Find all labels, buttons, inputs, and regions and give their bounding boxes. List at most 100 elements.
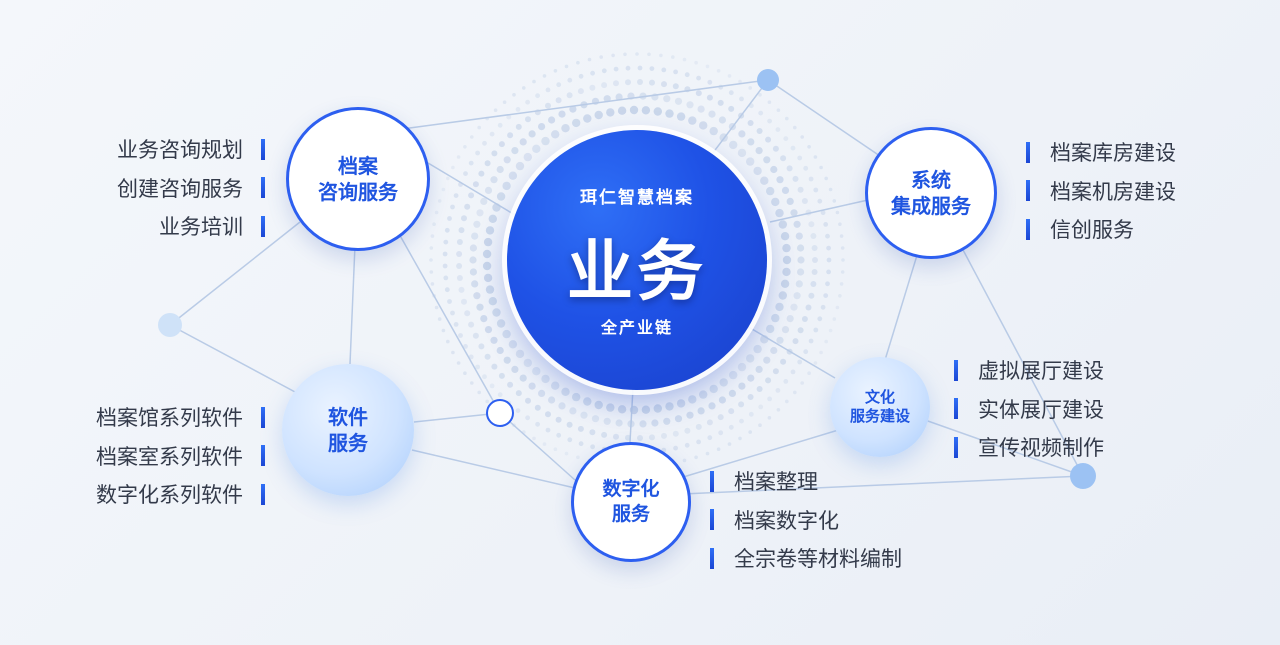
- halftone-dot: [748, 411, 754, 417]
- node-label-line1: 文化: [864, 387, 895, 406]
- halftone-dot: [476, 303, 484, 311]
- bullet-bar: [710, 509, 714, 531]
- halftone-dot: [808, 292, 815, 299]
- halftone-dot: [792, 338, 799, 345]
- halftone-dot: [484, 326, 493, 334]
- halftone-dot: [469, 268, 477, 276]
- halftone-dot: [461, 298, 467, 305]
- halftone-dot: [807, 371, 811, 376]
- halftone-dot: [673, 69, 678, 75]
- halftone-dot: [498, 372, 505, 379]
- halftone-dot: [783, 136, 789, 142]
- halftone-dot: [776, 336, 784, 344]
- halftone-dot: [817, 316, 823, 322]
- halftone-dot: [623, 52, 627, 57]
- node-label-line2: 咨询服务: [318, 180, 398, 204]
- halftone-dot: [661, 432, 667, 439]
- list-item: 档案机房建设: [1026, 172, 1176, 211]
- bullet-bar: [954, 398, 958, 420]
- halftone-dot: [797, 244, 805, 252]
- halftone-dot: [838, 294, 842, 298]
- halftone-dot: [637, 65, 643, 71]
- halftone-dot: [519, 374, 527, 382]
- halftone-dot: [717, 414, 724, 421]
- halftone-dot: [590, 70, 595, 76]
- halftone-dot: [841, 258, 845, 262]
- halftone-dot: [775, 208, 784, 218]
- halftone-dot: [729, 370, 738, 380]
- halftone-dot: [541, 374, 550, 384]
- halftone-dot: [835, 305, 840, 310]
- list-item-label: 数字化系列软件: [96, 483, 243, 508]
- halftone-dot: [813, 187, 819, 193]
- halftone-dot: [695, 90, 702, 97]
- halftone-dot: [615, 419, 623, 427]
- halftone-dot: [738, 130, 746, 138]
- halftone-dot: [826, 269, 831, 275]
- halftone-dot: [434, 210, 439, 215]
- halftone-dot: [603, 95, 611, 103]
- halftone-dot: [502, 329, 511, 339]
- halftone-dot: [629, 105, 639, 115]
- halftone-dot: [649, 434, 655, 441]
- halftone-dot: [611, 53, 615, 58]
- core-subtitle: 全产业链: [600, 318, 673, 337]
- halftone-dot: [437, 199, 442, 203]
- halftone-dot: [819, 350, 823, 355]
- halftone-dot: [767, 396, 772, 402]
- halftone-dot: [450, 310, 455, 316]
- halftone-dot: [443, 239, 449, 245]
- halftone-dot: [456, 263, 463, 269]
- halftone-dot: [709, 384, 718, 394]
- node-culture-service[interactable]: 文化 服务建设: [830, 357, 930, 457]
- halftone-dot: [497, 392, 503, 398]
- halftone-dot: [515, 123, 522, 130]
- halftone-dot: [797, 155, 803, 161]
- halftone-dot: [472, 332, 479, 339]
- halftone-dot: [447, 216, 452, 221]
- halftone-dot: [828, 187, 833, 192]
- bullet-bar: [261, 215, 265, 237]
- halftone-dot: [825, 281, 830, 287]
- list-item: 宣传视频制作: [954, 428, 1104, 467]
- node-archive-consulting[interactable]: 档案 咨询服务: [286, 107, 430, 251]
- halftone-dot: [755, 147, 763, 155]
- halftone-dot: [808, 176, 814, 182]
- halftone-dot: [808, 338, 814, 344]
- node-digitization-service[interactable]: 数字化 服务: [571, 442, 691, 562]
- halftone-dot: [489, 131, 495, 137]
- halftone-dot: [823, 222, 829, 227]
- halftone-dot: [545, 87, 551, 93]
- halftone-dot: [613, 80, 619, 87]
- node-system-integration[interactable]: 系统 集成服务: [865, 127, 997, 259]
- halftone-dot: [617, 405, 627, 414]
- halftone-dot: [801, 316, 808, 322]
- halftone-dot: [594, 110, 603, 120]
- halftone-dot: [641, 405, 651, 414]
- halftone-dot: [775, 127, 781, 132]
- node-software-service[interactable]: 软件 服务: [282, 364, 414, 496]
- halftone-dot: [767, 100, 772, 104]
- halftone-dot: [461, 215, 467, 222]
- halftone-dot: [781, 326, 790, 334]
- halftone-dot: [778, 220, 787, 229]
- bullet-bar: [261, 445, 265, 467]
- halftone-dot: [674, 415, 683, 423]
- halftone-dot: [613, 433, 619, 440]
- halftone-dot: [468, 321, 475, 328]
- halftone-dot: [782, 267, 791, 277]
- halftone-dot: [471, 232, 479, 240]
- halftone-dot: [583, 114, 592, 123]
- list-item: 实体展厅建设: [954, 390, 1104, 429]
- halftone-dot: [778, 291, 787, 300]
- halftone-dot: [811, 245, 818, 251]
- halftone-dot: [515, 349, 525, 359]
- halftone-dot: [541, 136, 550, 146]
- halftone-dot: [659, 53, 663, 58]
- halftone-dot: [706, 94, 713, 101]
- halftone-dot: [446, 176, 450, 181]
- list-item: 档案馆系列软件: [20, 398, 265, 437]
- halftone-dot: [613, 66, 619, 72]
- halftone-dot: [716, 69, 721, 73]
- halftone-dot: [583, 397, 592, 406]
